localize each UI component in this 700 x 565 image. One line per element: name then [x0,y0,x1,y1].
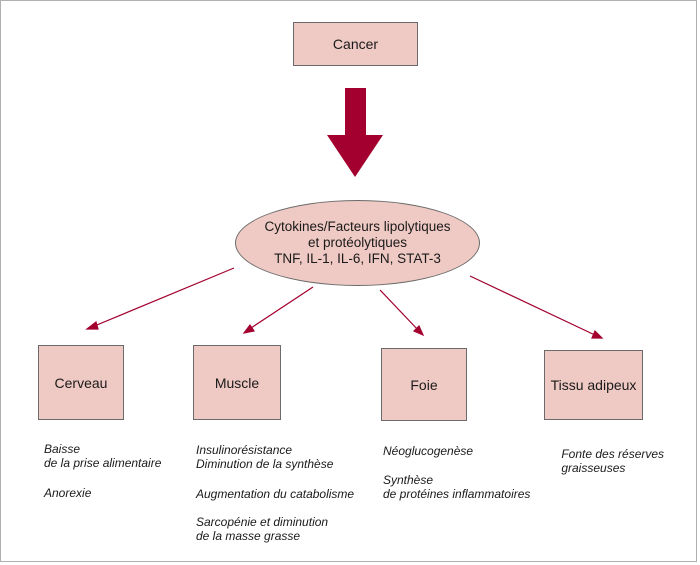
target-label-cerveau: Cerveau [54,374,108,391]
target-label-muscle: Muscle [214,374,260,391]
note-muscle-1: Insulinorésistance Diminution de la synt… [196,443,334,471]
target-box-cerveau: Cerveau [38,345,124,420]
mediator-ellipse: Cytokines/Facteurs lipolytiques et proté… [235,200,480,286]
arrow-to-cerveau [91,267,235,328]
note-foie-1: Néoglucogenèse [383,444,474,458]
mediator-line-3: TNF, IL-1, IL-6, IFN, STAT-3 [274,251,441,266]
cancer-box: Cancer [293,22,418,66]
arrow-to-tissu-adipeux [469,275,598,337]
note-muscle-3: Sarcopénie et diminution de la masse gra… [196,515,329,543]
target-box-tissu-adipeux: Tissu adipeux [544,350,643,420]
arrow-to-muscle [247,286,314,331]
target-box-foie: Foie [381,348,467,421]
arrow-to-foie [379,289,420,332]
mediator-line-1: Cytokines/Facteurs lipolytiques [264,219,451,234]
note-foie-2: Synthèse de protéines inflammatoires [383,473,531,501]
arrowhead-muscle [242,323,255,334]
main-arrow [327,88,383,177]
note-muscle-2: Augmentation du catabolisme [196,487,355,501]
target-box-muscle: Muscle [193,345,281,420]
note-tissu-adipeux-1: Fonte des réserves graisseuses [561,447,665,475]
note-cerveau-2: Anorexie [44,486,92,500]
mediator-line-2: et protéolytiques [307,235,408,250]
cancer-label: Cancer [332,36,379,52]
target-label-foie: Foie [410,376,438,393]
note-cerveau-1: Baisse de la prise alimentaire [44,442,162,470]
arrowhead-tissu-adipeux [591,329,604,339]
arrowhead-foie [412,324,425,337]
target-label-tissu-adipeux: Tissu adipeux [550,377,637,393]
arrowhead-cerveau [85,320,99,330]
